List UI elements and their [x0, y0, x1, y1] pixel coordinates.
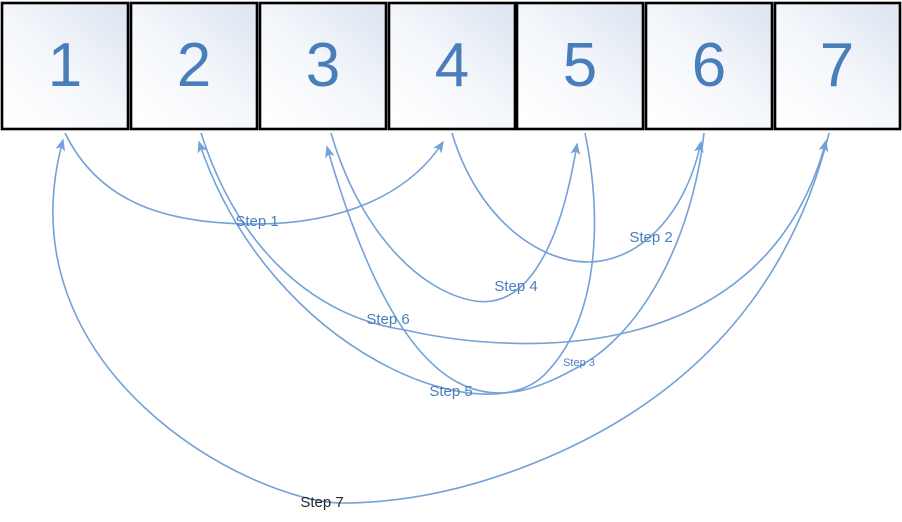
- arrow-step-6: [200, 132, 829, 345]
- arrow-step-7: [52, 132, 830, 504]
- box-1: 1: [0, 1, 130, 131]
- box-5-number: 5: [563, 31, 597, 100]
- box-2-number: 2: [177, 31, 211, 100]
- array-boxes: 1 2 3 4 5 6 7: [0, 1, 902, 131]
- step-6-label: Step 6: [366, 311, 409, 328]
- box-4-number: 4: [435, 31, 469, 100]
- box-3: 3: [258, 1, 388, 131]
- box-6-rect: [644, 1, 774, 131]
- step-arrows: [52, 132, 830, 504]
- box-7-number: 7: [820, 31, 854, 100]
- box-6-number: 6: [692, 31, 726, 100]
- arrow-step-5: [197, 132, 596, 395]
- box-3-number: 3: [306, 31, 340, 100]
- step-1-label: Step 1: [235, 213, 278, 230]
- box-6: 6: [644, 1, 774, 131]
- step-4-label: Step 4: [494, 278, 537, 295]
- arrow-step-2: [451, 132, 704, 263]
- step-5-label: Step 5: [429, 383, 472, 400]
- box-2: 2: [129, 1, 259, 131]
- box-5-rect: [515, 1, 645, 131]
- box-4-rect: [387, 1, 517, 131]
- box-7-rect: [773, 1, 902, 131]
- arrow-step-4: [330, 132, 581, 303]
- box-3-rect: [258, 1, 388, 131]
- box-5: 5: [515, 1, 645, 131]
- arrow-step-1: [64, 132, 444, 225]
- box-1-number: 1: [48, 31, 82, 100]
- box-7: 7: [773, 1, 902, 131]
- step-labels: Step 1 Step 2 Step 3 Step 4 Step 5 Step …: [235, 213, 672, 511]
- arrow-step-3: [325, 132, 705, 394]
- step-7-label: Step 7: [300, 494, 343, 511]
- box-4: 4: [387, 1, 517, 131]
- step-3-label: Step 3: [563, 357, 595, 369]
- step-2-label: Step 2: [629, 229, 672, 246]
- box-2-rect: [129, 1, 259, 131]
- box-1-rect: [0, 1, 130, 131]
